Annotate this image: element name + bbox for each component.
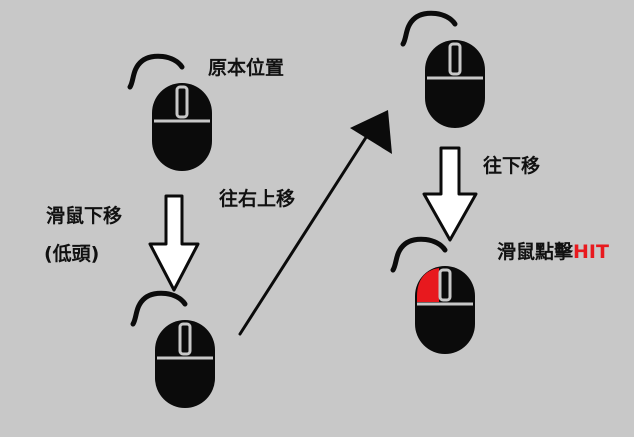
label-move-down-right: 往下移 — [483, 155, 541, 177]
mouse-icon-clicking — [390, 236, 475, 354]
down-arrow-icon-left — [148, 194, 200, 292]
label-mouse-click-text: 滑鼠點擊 — [497, 241, 574, 263]
label-hit: HIT — [573, 241, 609, 263]
label-move-down-note: (低頭) — [44, 243, 100, 265]
mouse-icon-original — [130, 56, 212, 171]
mouse-icon-moved-up-right — [403, 13, 485, 128]
label-original-position: 原本位置 — [208, 57, 285, 79]
label-move-down: 滑鼠下移 — [46, 205, 123, 227]
label-move-up-right: 往右上移 — [219, 188, 296, 210]
down-arrow-icon-right — [422, 146, 478, 242]
diagonal-arrow-icon — [238, 110, 392, 336]
left-button-highlight — [417, 268, 439, 302]
label-mouse-click: 滑鼠點擊HIT — [497, 243, 609, 262]
mouse-icon-moved-down — [133, 293, 215, 408]
